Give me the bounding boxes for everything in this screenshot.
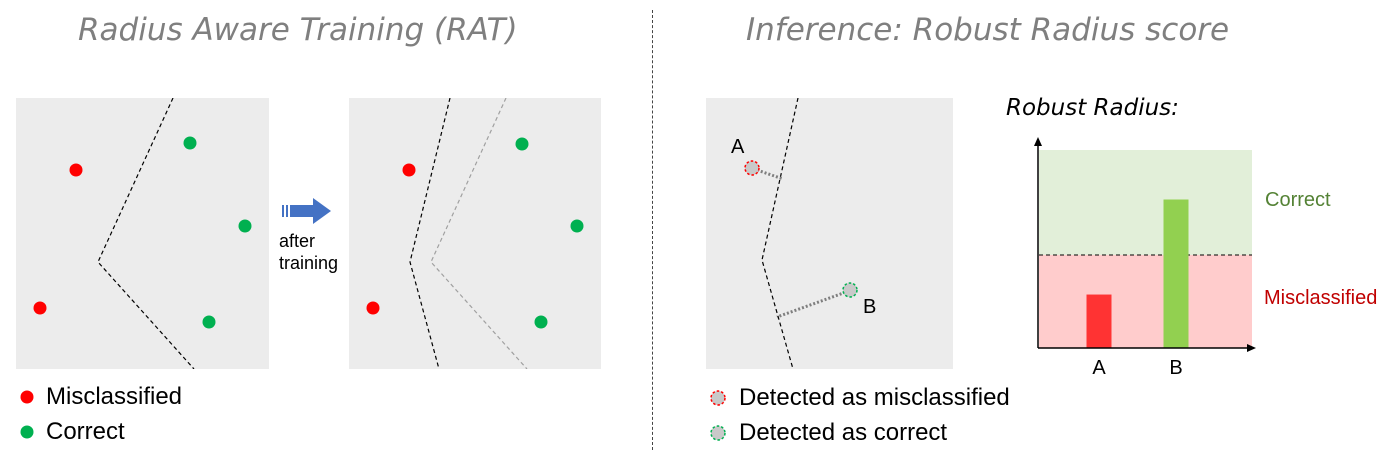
inference-plot [744,98,858,369]
radius-line-a [756,168,784,181]
correct-point [183,136,197,150]
correct-point [570,219,584,233]
y-axis-arrow-icon [1034,137,1042,146]
legend-correct: Correct [20,418,125,446]
point-a [744,160,760,176]
misclassified-region-label: Misclassified [1264,287,1378,309]
chart-title: Robust Radius: [1006,95,1179,121]
tick-label-b: B [1169,357,1182,379]
decision-boundary [761,98,799,369]
correct-region-label: Correct [1265,189,1331,211]
inference-panel [706,98,953,369]
correct-point [202,315,216,329]
new-decision-boundary [409,98,451,369]
correct-region [1039,150,1252,255]
misclassified-point [366,301,380,315]
correct-point [515,137,529,151]
point-a-label: A [731,136,745,158]
legend-detected-correct: Detected as correct [709,419,947,447]
misclassified-point [33,301,47,315]
bar-b [1163,199,1189,348]
tick-label-a: A [1092,357,1106,379]
legend-detected-misclassified: Detected as misclassified [709,384,1010,412]
arrow-caption: after training [279,231,339,273]
point-b-label: B [863,296,877,318]
red-ring-icon [710,390,726,406]
point-b [842,282,858,298]
green-ring-icon [710,425,726,441]
before-training-panel [16,98,269,369]
radius-line-b [776,289,850,319]
old-decision-boundary [430,98,528,369]
rat-title: Radius Aware Training (RAT) [78,12,518,48]
red-dot-icon [20,390,34,404]
correct-point [534,315,548,329]
green-dot-icon [20,425,34,439]
after-training-arrow-icon [282,198,331,224]
correct-point [238,219,252,233]
x-axis-arrow-icon [1247,344,1256,352]
decision-boundary [97,98,195,369]
misclassified-region [1039,254,1252,348]
inference-title: Inference: Robust Radius score [746,12,1230,48]
section-divider [652,10,653,450]
after-training-panel [349,98,601,369]
misclassified-point [402,163,416,177]
bar-a [1086,294,1112,348]
legend-misclassified: Misclassified [20,383,182,411]
before-training-plot [33,98,252,369]
after-training-plot [366,98,584,369]
misclassified-point [69,163,83,177]
